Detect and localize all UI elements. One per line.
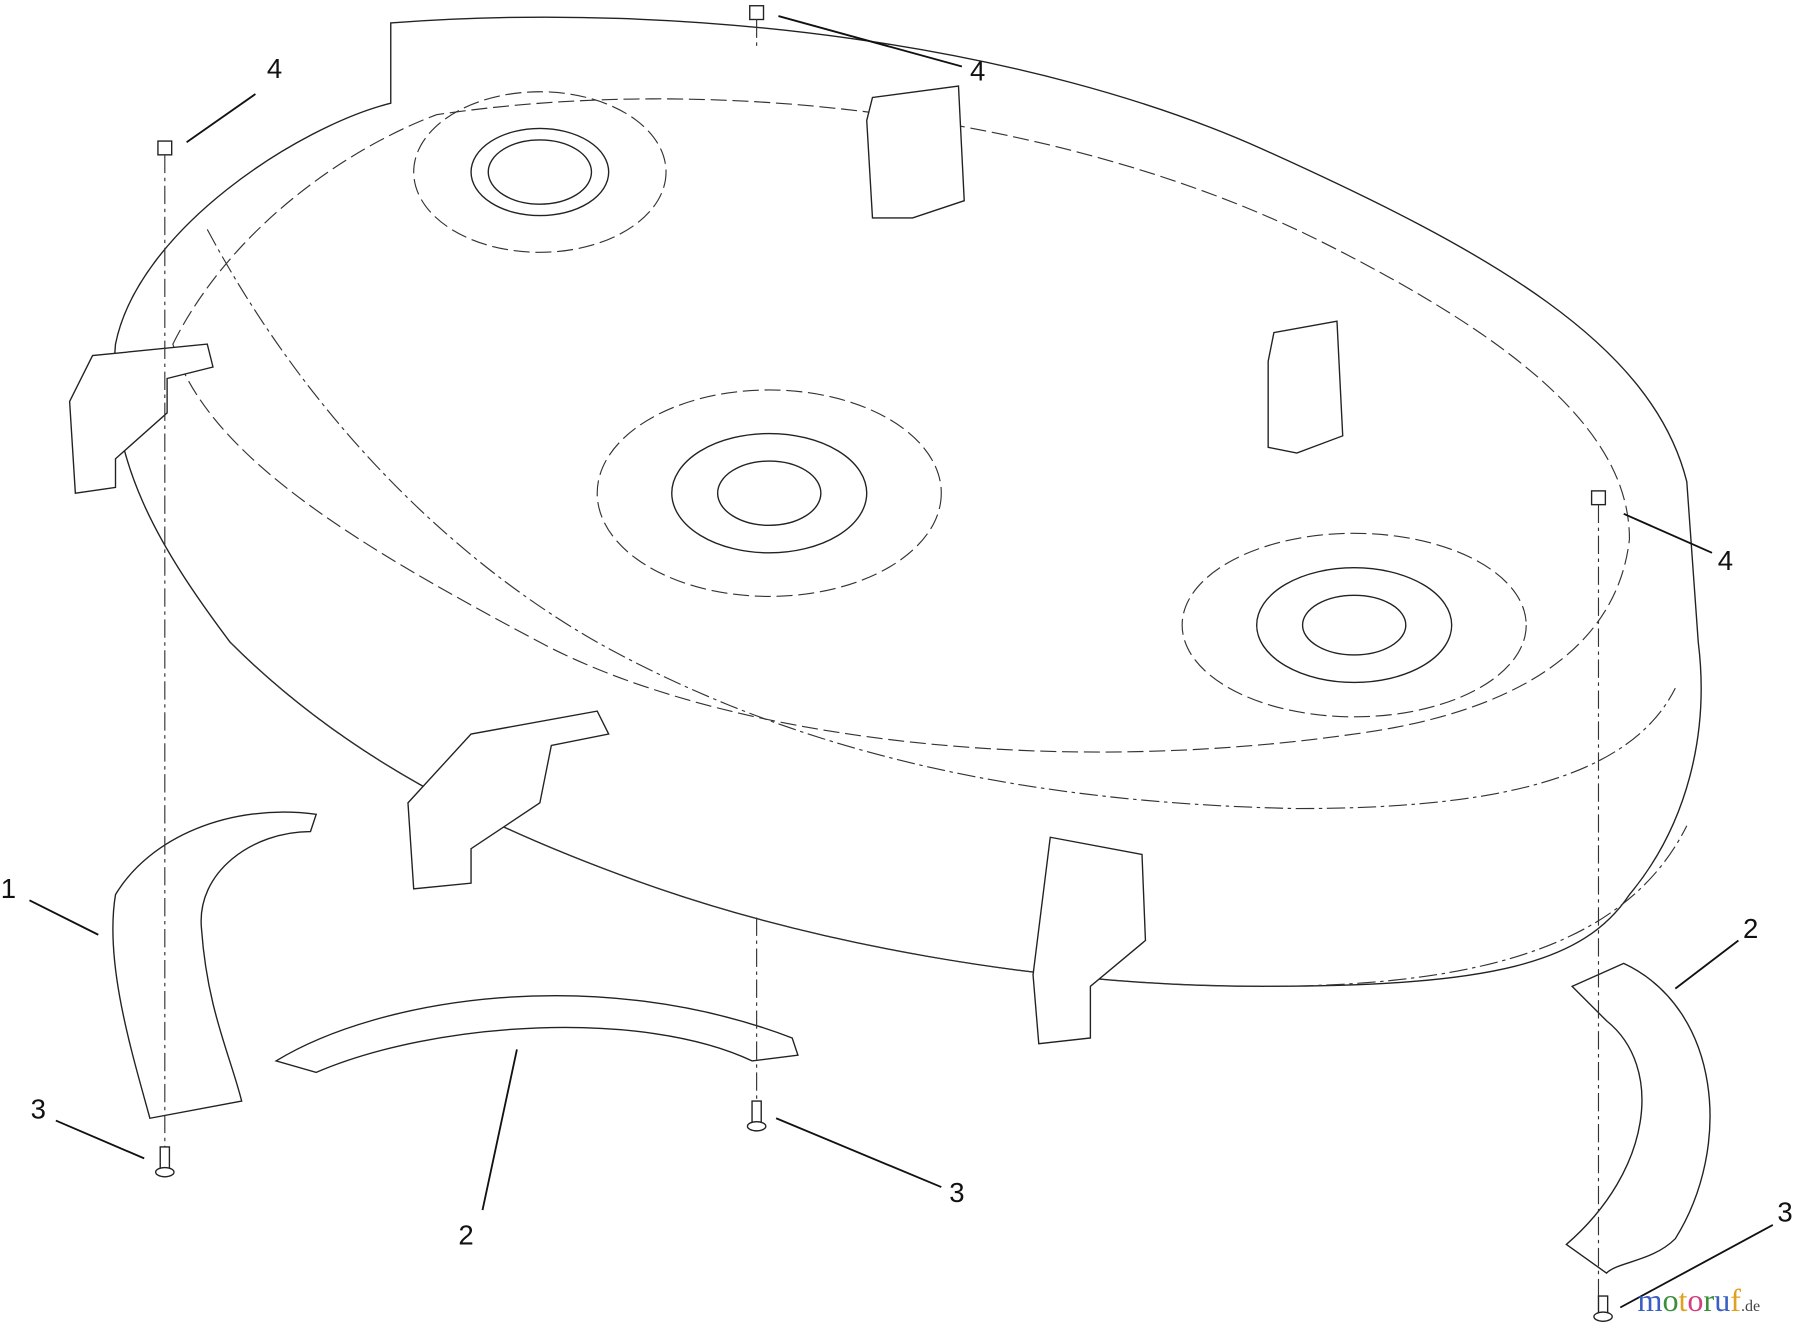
deck-front-edge bbox=[229, 641, 1688, 987]
bracket-front-left bbox=[407, 710, 610, 890]
leader-2-right bbox=[1674, 939, 1739, 990]
leader-3-left bbox=[55, 1119, 145, 1160]
deck-inner-line bbox=[206, 229, 1676, 810]
baffle-part-2-center bbox=[274, 995, 799, 1074]
nut-part-4-right bbox=[1590, 490, 1607, 1302]
leader-4-left bbox=[186, 93, 256, 143]
bolt-part-3-right bbox=[1593, 1295, 1613, 1322]
spindle-left bbox=[413, 91, 667, 253]
bracket-rear-2 bbox=[1267, 320, 1344, 454]
callout-2-right: 2 bbox=[1743, 913, 1758, 944]
callout-2-center: 2 bbox=[458, 1219, 473, 1250]
callout-4-top: 4 bbox=[970, 55, 985, 86]
bracket-rear-1 bbox=[866, 85, 965, 219]
nut-part-4-left bbox=[157, 140, 173, 1159]
nut-part-4-top bbox=[749, 5, 765, 46]
callout-1: 1 bbox=[1, 873, 16, 904]
bracket-front-right bbox=[1032, 836, 1147, 1045]
leader-4-right bbox=[1623, 512, 1713, 554]
callout-3-center: 3 bbox=[949, 1177, 964, 1208]
watermark-logo: motoruf.de bbox=[1637, 1282, 1760, 1318]
leader-3-center bbox=[775, 1117, 942, 1188]
leader-4-top bbox=[778, 15, 963, 68]
bolt-part-3-center bbox=[746, 917, 767, 1132]
bracket-left bbox=[68, 343, 214, 494]
leader-3-right bbox=[1619, 1224, 1774, 1309]
spindle-center bbox=[596, 389, 942, 597]
deck-top-dashed bbox=[172, 98, 1631, 753]
baffle-part-1 bbox=[112, 811, 318, 1120]
leader-1 bbox=[29, 899, 99, 936]
baffle-part-2-right bbox=[1565, 962, 1711, 1274]
callout-3-left: 3 bbox=[31, 1093, 46, 1124]
spindle-right bbox=[1181, 532, 1527, 718]
callout-4-right: 4 bbox=[1718, 545, 1733, 576]
callout-3-right: 3 bbox=[1777, 1196, 1792, 1227]
bolt-part-3-left bbox=[154, 1146, 175, 1178]
leader-2-center bbox=[481, 1049, 518, 1211]
callout-4-left: 4 bbox=[267, 53, 282, 84]
